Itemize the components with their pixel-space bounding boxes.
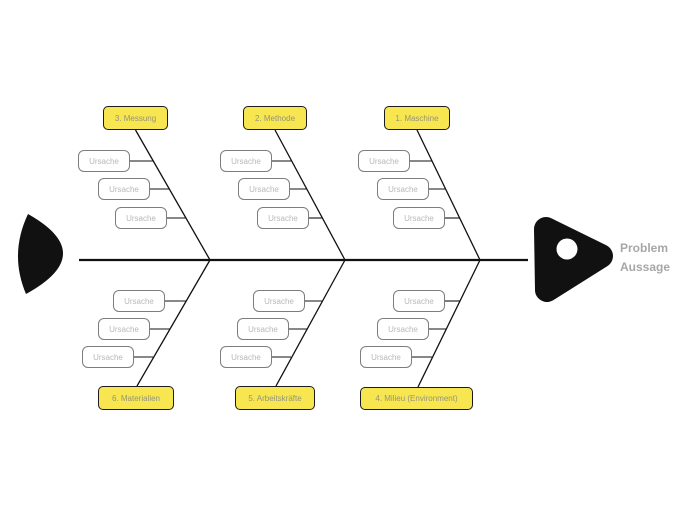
bone-bottom-materialien bbox=[136, 259, 211, 387]
cause-box-messung-3[interactable]: Ursache bbox=[115, 207, 167, 229]
cause-box-materialien-1[interactable]: Ursache bbox=[113, 290, 165, 312]
cause-box-maschine-1[interactable]: Ursache bbox=[358, 150, 410, 172]
problem-statement-label[interactable]: Problem Aussage bbox=[620, 239, 670, 277]
cause-box-messung-2[interactable]: Ursache bbox=[98, 178, 150, 200]
cause-box-messung-1[interactable]: Ursache bbox=[78, 150, 130, 172]
category-box-arbeitskraefte[interactable]: 5. Arbeitskräfte bbox=[235, 386, 315, 410]
category-box-materialien[interactable]: 6. Materialien bbox=[98, 386, 174, 410]
cause-box-methode-3[interactable]: Ursache bbox=[257, 207, 309, 229]
problem-statement-line2: Aussage bbox=[620, 260, 671, 274]
category-box-messung[interactable]: 3. Messung bbox=[103, 106, 168, 130]
category-box-methode[interactable]: 2. Methode bbox=[243, 106, 307, 130]
cause-box-arbeitskraefte-2[interactable]: Ursache bbox=[237, 318, 289, 340]
bone-bottom-milieu bbox=[417, 259, 481, 388]
cause-box-methode-2[interactable]: Ursache bbox=[238, 178, 290, 200]
cause-box-arbeitskraefte-1[interactable]: Ursache bbox=[253, 290, 305, 312]
cause-box-materialien-2[interactable]: Ursache bbox=[98, 318, 150, 340]
fish-head-shape[interactable] bbox=[534, 217, 613, 302]
fish-eye-shape bbox=[556, 238, 578, 260]
category-box-milieu[interactable]: 4. Milieu (Environment) bbox=[360, 387, 473, 410]
cause-box-milieu-1[interactable]: Ursache bbox=[393, 290, 445, 312]
category-box-maschine[interactable]: 1. Maschine bbox=[384, 106, 450, 130]
cause-box-materialien-3[interactable]: Ursache bbox=[82, 346, 134, 368]
cause-box-maschine-3[interactable]: Ursache bbox=[393, 207, 445, 229]
bone-bottom-arbeitskraefte bbox=[275, 259, 346, 387]
bone-top-messung bbox=[134, 129, 211, 261]
bone-top-maschine bbox=[416, 129, 481, 261]
bone-top-methode bbox=[274, 129, 346, 261]
cause-box-milieu-2[interactable]: Ursache bbox=[377, 318, 429, 340]
cause-box-arbeitskraefte-3[interactable]: Ursache bbox=[220, 346, 272, 368]
cause-box-methode-1[interactable]: Ursache bbox=[220, 150, 272, 172]
problem-statement-line1: Problem bbox=[620, 241, 669, 255]
cause-box-milieu-3[interactable]: Ursache bbox=[360, 346, 412, 368]
fish-tail-shape[interactable] bbox=[17, 214, 64, 294]
cause-box-maschine-2[interactable]: Ursache bbox=[377, 178, 429, 200]
